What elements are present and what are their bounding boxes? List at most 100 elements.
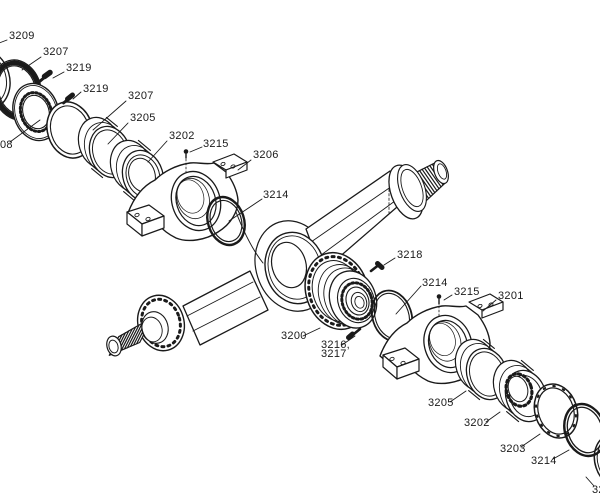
screw-3219-second (62, 92, 75, 105)
axle-tube-lower-facets (186, 281, 261, 332)
washer-3208-teeth (18, 91, 54, 133)
bearing-3202b-bottom-edge (506, 411, 520, 423)
part-label-3219b: 3219 (83, 83, 109, 95)
leader-3218 (383, 257, 396, 266)
part-label-3207a: 3207 (43, 46, 69, 58)
part-label-corner-clipped: 32 (592, 484, 600, 496)
screw-3215a-head (183, 149, 189, 154)
oring-3214-left (206, 195, 246, 247)
housing-3206-foot-hole2 (145, 216, 151, 222)
housing-3206-seat1 (176, 177, 210, 220)
part-label-3215b: 3215 (454, 286, 480, 298)
housing-3201-seat2 (429, 322, 456, 357)
part-label-3216: 3216, (321, 339, 351, 351)
spline-tip-inner (436, 163, 448, 180)
ring-corner-clipped (593, 433, 600, 489)
housing-3201-foot-side (396, 358, 420, 380)
oring-3214-right (563, 402, 600, 458)
leader-3203 (520, 433, 541, 448)
bearing-3202b-rollers (504, 372, 534, 408)
housing-3201-pad-hole2 (488, 302, 494, 307)
oring-3214c-outer (563, 402, 600, 458)
bearing-3202b-top-edge (520, 359, 534, 371)
part-label-3214c: 3214 (531, 455, 557, 467)
center-flange-bore (270, 241, 308, 289)
housing-3201-pad-front (481, 301, 504, 319)
leader-3215b (443, 294, 453, 301)
leader-3200 (302, 327, 321, 337)
leader-3214b (395, 285, 422, 315)
part-label-3208-clipped: 08 (0, 139, 13, 151)
part-label-3205b: 3205 (428, 397, 454, 409)
oring-3214a-outer (206, 195, 246, 247)
housing-3206-foot-side (141, 215, 165, 237)
part-label-3218: 3218 (397, 249, 423, 261)
hub-bore (345, 286, 370, 316)
axle-end-hub-step2 (141, 316, 163, 343)
housing-3201-foot-hole2 (400, 360, 406, 366)
part-label-3206: 3206 (253, 149, 279, 161)
ring-3209 (0, 48, 11, 110)
screw-3219a-shank (37, 75, 47, 84)
part-label-3202b: 3202 (464, 417, 490, 429)
right-parts-chain (370, 289, 600, 489)
spacer-3205a-top-edge (105, 116, 118, 127)
part-label-3209: 3209 (9, 30, 35, 42)
bolt-3218-shank (369, 264, 380, 273)
housing-3206-foot-hole1 (134, 212, 140, 218)
spacer-3205a-bottom-edge (91, 168, 104, 179)
leader-3206 (237, 159, 252, 171)
leader-3209 (0, 39, 8, 44)
part-label-3219a: 3219 (66, 62, 92, 74)
leader-3202a (147, 140, 168, 163)
housing-3206-pad-hole1 (220, 161, 226, 167)
shaft-collar-lip (397, 164, 427, 212)
oring-3214c-inner (566, 406, 600, 454)
leader-3205a (107, 122, 129, 145)
housing-3206-seat2 (176, 179, 205, 214)
housing-3206-pad-front (225, 161, 248, 179)
leader-lines (0, 39, 595, 487)
leader-3219a (52, 71, 65, 79)
spacer-3205b-top-edge (482, 338, 495, 349)
ring-corner-outer (593, 433, 600, 489)
housing-3206-pad-hole2 (230, 164, 236, 169)
bearing-3202a-top-edge (137, 139, 151, 151)
bolt-3218-head (375, 261, 385, 270)
screw-3215b-head (436, 294, 442, 299)
axle-tube-upper-facets (310, 183, 400, 259)
leader-3208 (9, 119, 41, 143)
leader-3214c (552, 449, 570, 460)
oring-3214a-inner (209, 199, 243, 243)
left-parts-chain (0, 48, 248, 247)
leader-corner (585, 476, 595, 487)
screw-3219b-shank (62, 97, 71, 105)
leader-3219b (72, 91, 82, 100)
screw-3215-second (436, 294, 442, 318)
part-label-3215a: 3215 (203, 138, 229, 150)
ring-3209-inner (0, 52, 8, 106)
housing-3201-foot-hole1 (389, 356, 395, 362)
part-label-3207b: 3207 (128, 90, 154, 102)
hub-bore-step (350, 291, 368, 313)
leader-3216 (341, 335, 356, 346)
screw-3215-first (183, 149, 189, 173)
axle-housing-body (106, 159, 449, 357)
washer-3208-bore (22, 94, 50, 130)
screw-3219-first (37, 69, 53, 84)
stub-tip-inner (108, 339, 119, 354)
bolt-3216-shank (350, 327, 362, 337)
leader-3215a (189, 146, 203, 153)
part-label-3203: 3203 (500, 443, 526, 455)
part-label-3217: 3217 (321, 348, 347, 360)
part-label-3202a: 3202 (169, 130, 195, 142)
part-label-3200: 3200 (281, 330, 307, 342)
leader-3214a (228, 198, 263, 222)
spacer-3205b-bottom-edge (468, 390, 481, 401)
housing-3201-pad-hole1 (477, 303, 483, 309)
leader-3207a (21, 56, 42, 71)
hub-bore-center (354, 295, 365, 309)
hub-3200 (304, 251, 378, 331)
hub-spline-teeth (340, 281, 374, 321)
